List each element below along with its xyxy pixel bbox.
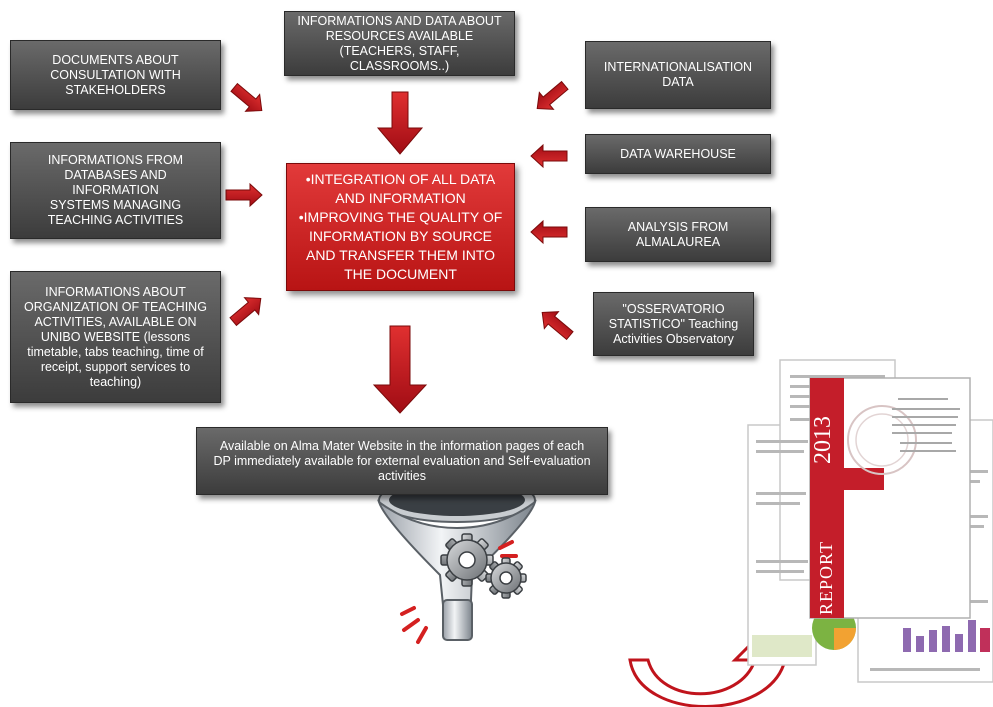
arrow-observatorio [541,311,574,341]
gear-icon [440,533,494,587]
internationalisation-box: INTERNATIONALISATION DATA [585,41,771,109]
report-label-text: REPORT [816,541,836,615]
integration-center-box: •INTEGRATION OF ALL DATA AND INFORMATION… [286,163,515,291]
organization-box: INFORMATIONS ABOUT ORGANIZATION OF TEACH… [10,271,221,403]
data-warehouse-text: DATA WAREHOUSE [620,146,736,161]
databases-text: INFORMATIONS FROM DATABASES AND INFORMAT… [47,153,184,227]
almalaurea-box: ANALYSIS FROM ALMALAUREA [585,207,771,262]
arrow-consultation [230,82,263,112]
resources-text: INFORMATIONS AND DATA ABOUT RESOURCES AV… [297,13,502,73]
internationalisation-text: INTERNATIONALISATION DATA [603,60,753,89]
organization-text: INFORMATIONS ABOUT ORGANIZATION OF TEACH… [24,284,207,389]
center-line-2: •IMPROVING THE QUALITY OF INFORMATION BY… [298,209,503,282]
arrow-data-warehouse [530,143,568,169]
arrow-databases [225,182,263,208]
arrow-internationalisation [536,80,569,110]
arrow-organization [229,297,262,327]
arrow-almalaurea [530,219,568,245]
consultation-box: DOCUMENTS ABOUT CONSULTATION WITH STAKEH… [10,40,221,110]
databases-box: INFORMATIONS FROM DATABASES AND INFORMAT… [10,142,221,239]
report-year-text: 2013 [810,416,836,464]
resources-box: INFORMATIONS AND DATA ABOUT RESOURCES AV… [284,11,515,76]
consultation-text: DOCUMENTS ABOUT CONSULTATION WITH STAKEH… [50,52,181,97]
arrow-resources-down [376,91,424,155]
almalaurea-text: ANALYSIS FROM ALMALAUREA [627,219,729,249]
data-warehouse-box: DATA WAREHOUSE [585,134,771,174]
gear-icon-small [485,557,527,599]
report-documents-icon: 2013 REPORT [747,359,993,683]
observatorio-box: "OSSERVATORIO STATISTICO" Teaching Activ… [593,292,754,356]
observatorio-text: "OSSERVATORIO STATISTICO" Teaching Activ… [608,301,739,346]
output-text: Available on Alma Mater Website in the i… [213,438,591,483]
center-line-1: •INTEGRATION OF ALL DATA AND INFORMATION [305,171,496,206]
arrow-center-down [372,325,428,414]
motion-marks-icon [400,540,518,644]
output-box: Available on Alma Mater Website in the i… [196,427,608,495]
